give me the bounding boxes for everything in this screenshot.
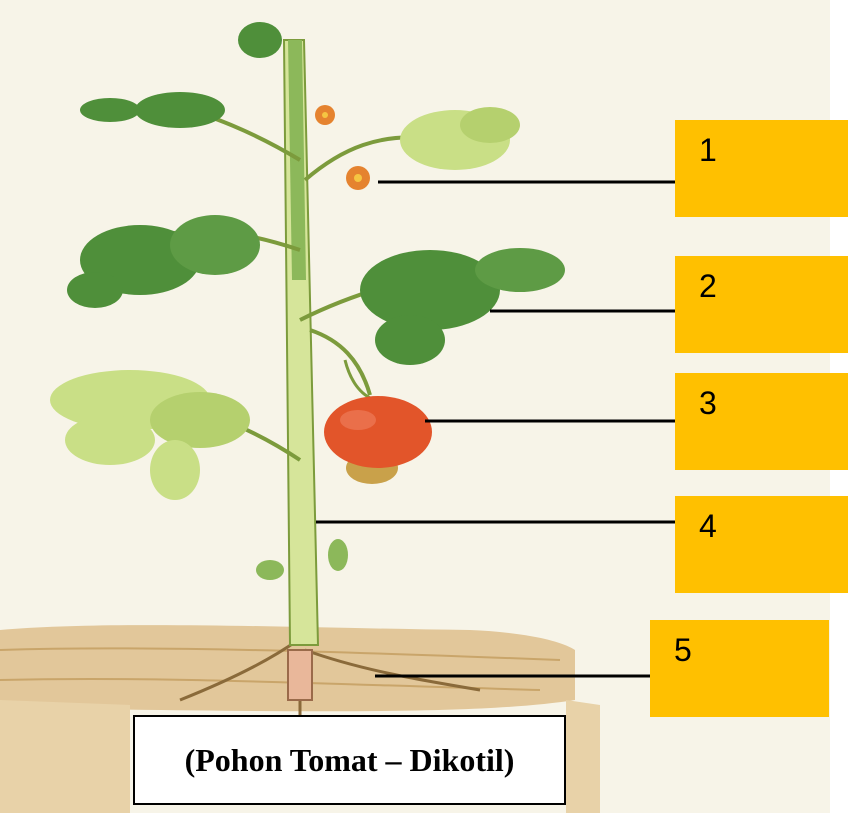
label-box-1: 1 — [675, 120, 848, 217]
label-box-4: 4 — [675, 496, 848, 593]
label-number-2: 2 — [699, 268, 717, 305]
label-box-2: 2 — [675, 256, 848, 353]
label-number-3: 3 — [699, 385, 717, 422]
label-number-4: 4 — [699, 508, 717, 545]
label-number-1: 1 — [699, 132, 717, 169]
caption-text: (Pohon Tomat – Dikotil) — [185, 742, 515, 779]
label-box-5: 5 — [650, 620, 829, 717]
label-box-3: 3 — [675, 373, 848, 470]
caption-box: (Pohon Tomat – Dikotil) — [133, 715, 566, 805]
label-number-5: 5 — [674, 632, 692, 669]
